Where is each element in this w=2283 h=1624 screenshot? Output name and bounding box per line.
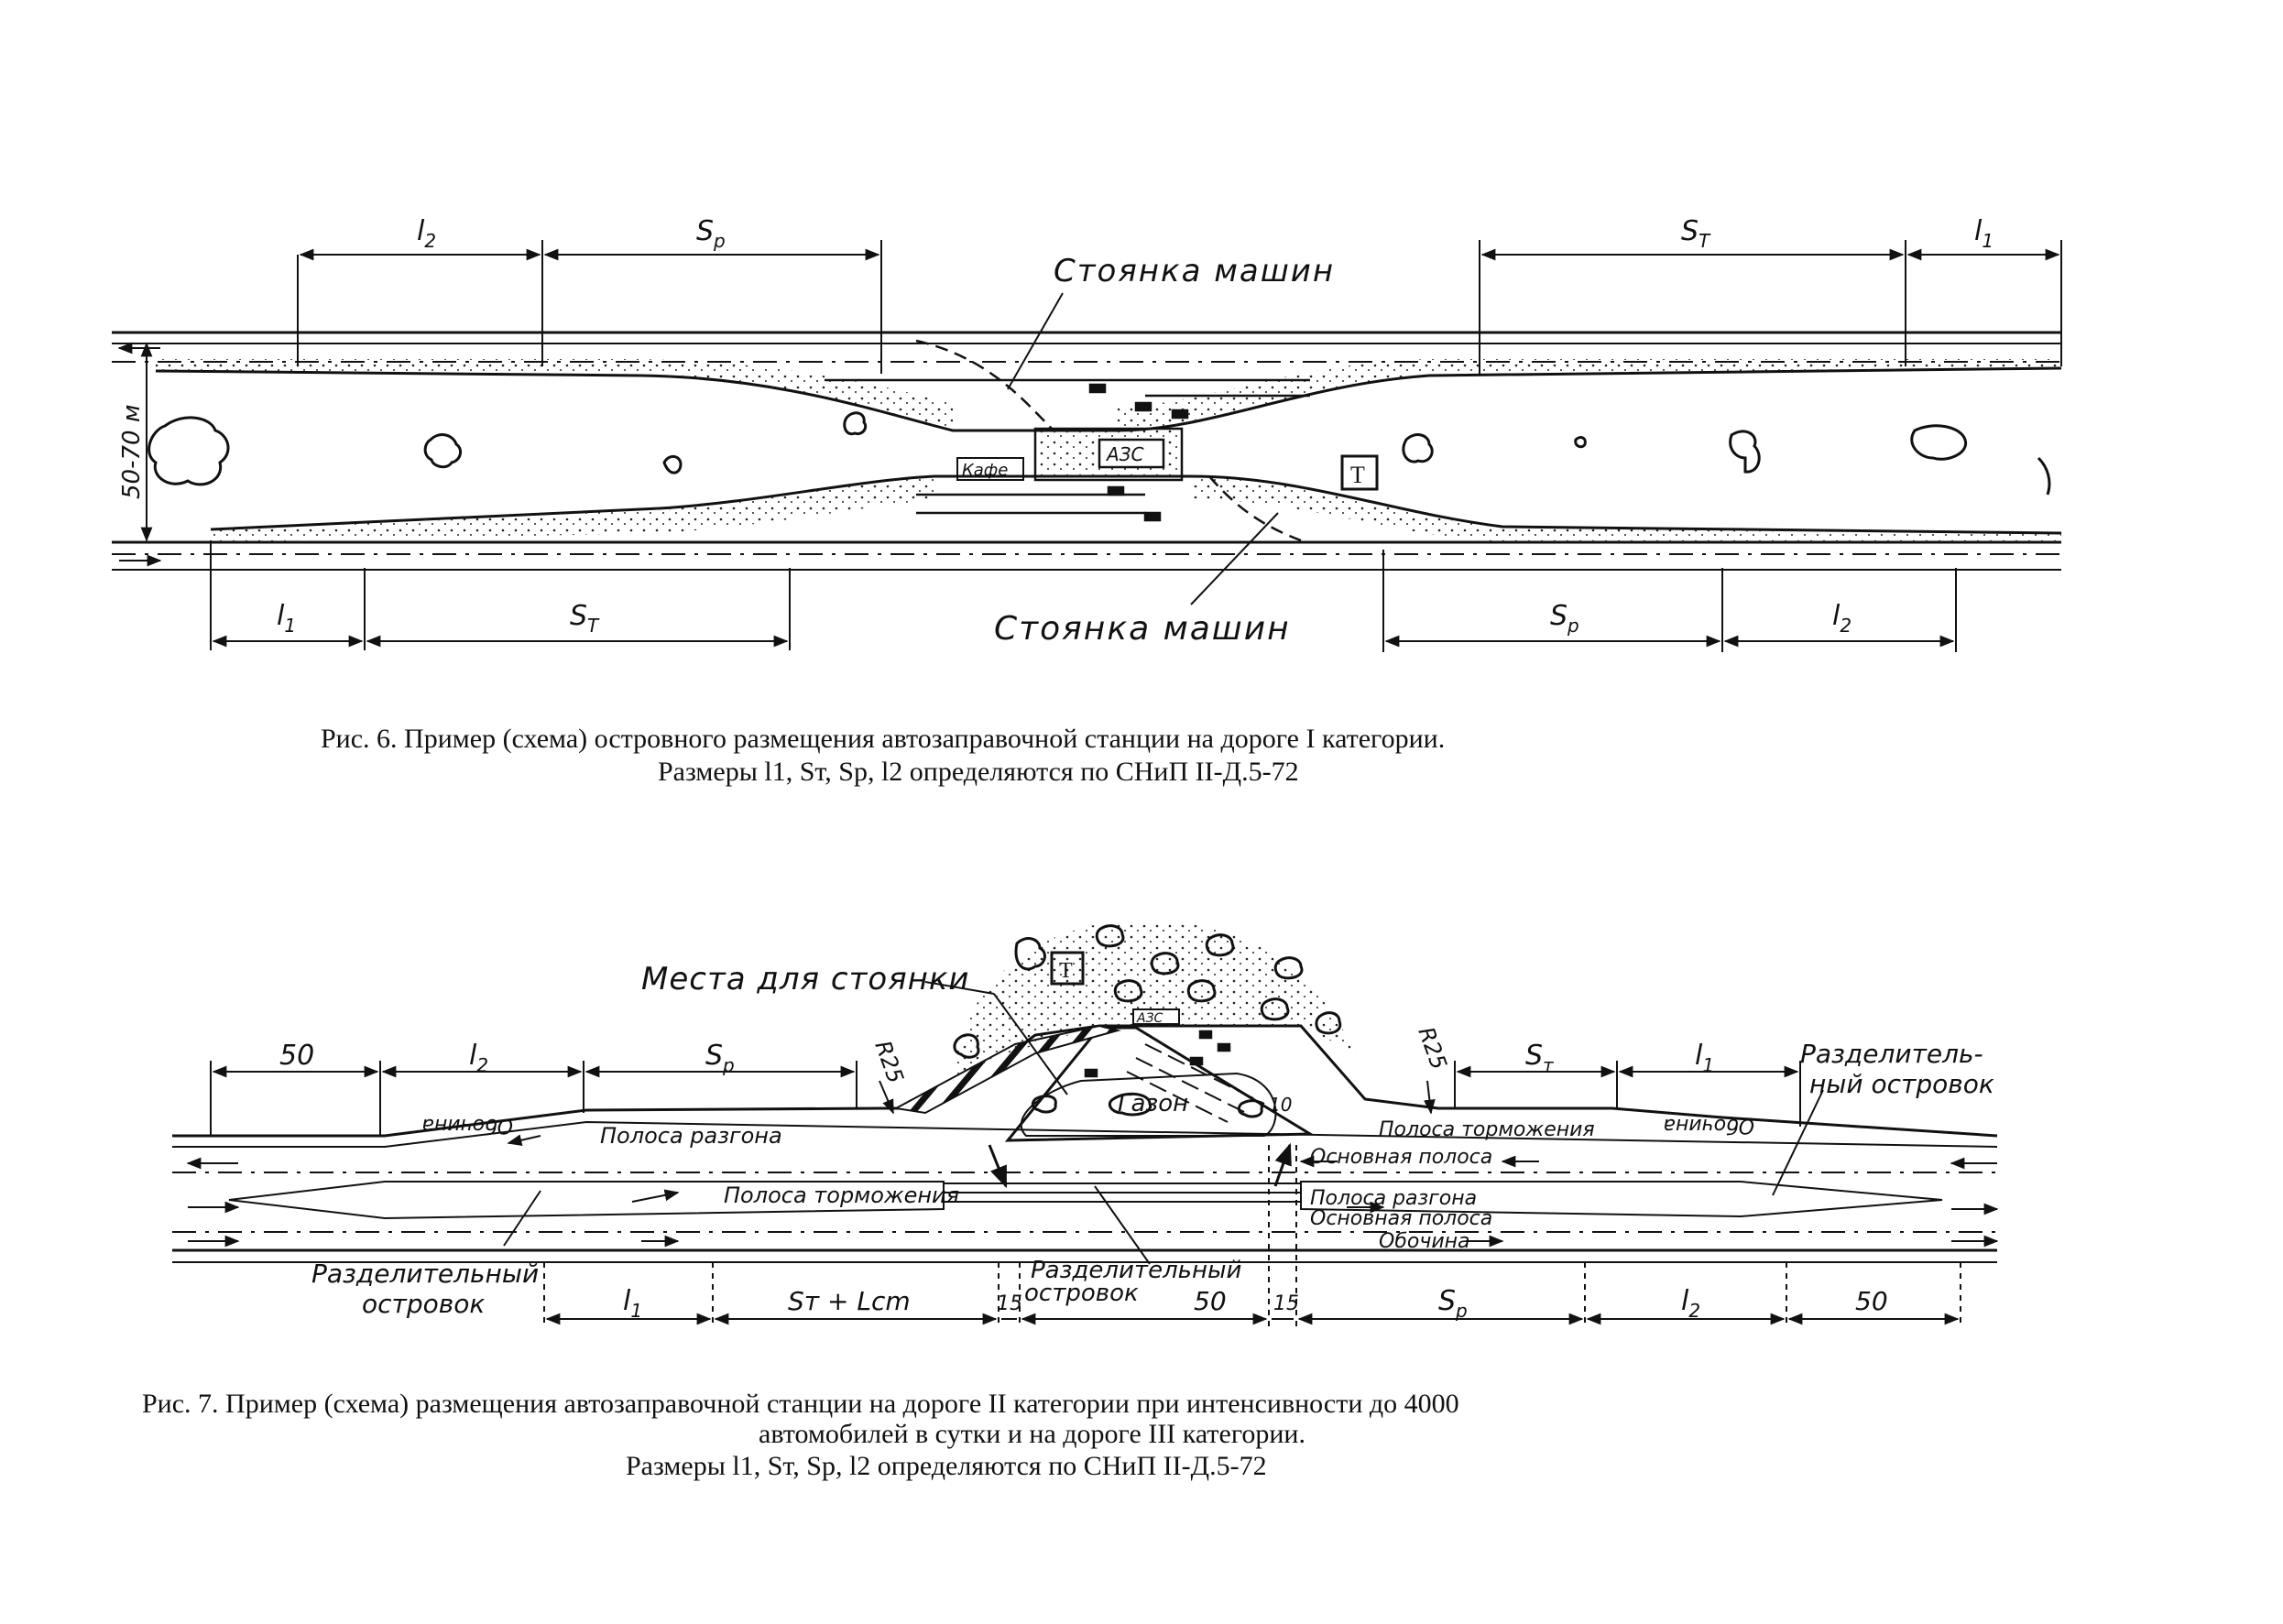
fig7-dim-50-top: 50 (279, 1040, 314, 1072)
fig6-azs-label: АЗС (1105, 443, 1144, 465)
fig6-dim-st-top: ST (1681, 215, 1711, 252)
fig7-lawn-label: Газон (1118, 1090, 1188, 1117)
fig7-island-center-1: Разделительный (1031, 1257, 1241, 1284)
fig7-lane-obochina-top-right: Обочина (1663, 1114, 1754, 1137)
fig7-lane-obochina-right: Обочина (1379, 1230, 1470, 1253)
fig6-cafe-label: Кафе (962, 461, 1008, 480)
fig7-t-label: T (1059, 959, 1073, 983)
fig7-azs-label: АЗС (1136, 1011, 1163, 1026)
fig6-dim-sp-bottom: Sp (1550, 600, 1579, 637)
fig7-parking-label: Места для стоянки (641, 961, 970, 997)
fig7-dim-50-bottom: 50 (1194, 1286, 1227, 1316)
fig7-dim-l1-bottom: l1 (623, 1285, 642, 1322)
fig7-island-center-2: островок (1024, 1280, 1139, 1307)
fig7-dim-50b-bottom: 50 (1855, 1286, 1888, 1316)
fig7-lane-tormozh-right: Полоса торможения (1379, 1118, 1595, 1141)
fig6-parking-bottom-label: Стоянка машин (994, 610, 1291, 648)
figure-7 (172, 920, 1999, 1328)
fig7-dim-15a: 15 (997, 1292, 1022, 1315)
fig7-dim-sp-top: Sp (705, 1040, 735, 1076)
fig7-caption-line1: Рис. 7. Пример (схема) размещения автоза… (142, 1389, 1459, 1419)
fig7-island-left-1: Разделительный (311, 1259, 539, 1289)
fig7-dim-l2-bottom: l2 (1681, 1285, 1700, 1322)
fig7-island-right-2: ный островок (1809, 1069, 1994, 1099)
figure-6 (112, 240, 2062, 652)
fig7-v10-label: 10 (1269, 1094, 1292, 1116)
fig6-dim-l2-bottom: l2 (1832, 600, 1852, 637)
fig6-caption-line2: Размеры l1, Sт, Sр, l2 определяются по С… (658, 757, 1299, 787)
fig6-width-label: 50-70 м (118, 405, 146, 499)
fig7-azs-box (1132, 1008, 1180, 1025)
fig7-dim-st-top: Sт (1525, 1040, 1555, 1076)
fig6-dim-l1-top: l1 (1974, 215, 1994, 252)
fig7-r25-left: R25 (869, 1037, 908, 1086)
fig6-parking-top-label: Стоянка машин (1054, 253, 1335, 289)
fig7-r25-right: R25 (1413, 1023, 1451, 1073)
fig6-azs-box (1098, 438, 1165, 469)
fig7-dim-l2-top: l2 (469, 1040, 488, 1076)
fig6-dim-l1-bottom: l1 (277, 600, 296, 637)
fig6-caption-line1: Рис. 6. Пример (схема) островного размещ… (321, 724, 1445, 754)
fig7-lane-osnovnaya-2: Основная полоса (1310, 1207, 1492, 1230)
fig6-dim-l2-top: l2 (417, 215, 436, 252)
fig7-dim-15b: 15 (1273, 1292, 1299, 1315)
fig6-t-label: T (1350, 462, 1365, 488)
fig7-lane-razgona-left: Полоса разгона (600, 1123, 782, 1149)
fig7-caption-line2: автомобилей в сутки и на дороге III кате… (759, 1419, 1305, 1449)
fig7-island-left-2: островок (362, 1289, 485, 1319)
fig7-lane-tormozh-left: Полоса торможения (724, 1183, 959, 1208)
fig7-dim-st-lcm-bottom: Sт + Lcm (788, 1286, 911, 1316)
fig7-lane-obochina-left: Обочина (421, 1114, 513, 1137)
fig7-island-right-1: Разделитель- (1800, 1039, 1983, 1069)
fig7-dim-sp-bottom: Sp (1438, 1285, 1468, 1322)
fig7-lane-osnovnaya-1: Основная полоса (1310, 1146, 1492, 1169)
fig7-lane-razgona-right: Полоса разгона (1310, 1187, 1477, 1210)
fig6-dim-st-bottom: ST (570, 600, 600, 637)
fig7-caption-line3: Размеры l1, Sт, Sр, l2 определяются по С… (626, 1451, 1267, 1481)
fig7-dim-l1-top: l1 (1695, 1040, 1714, 1076)
fig6-dim-sp-top: Sp (696, 215, 726, 252)
